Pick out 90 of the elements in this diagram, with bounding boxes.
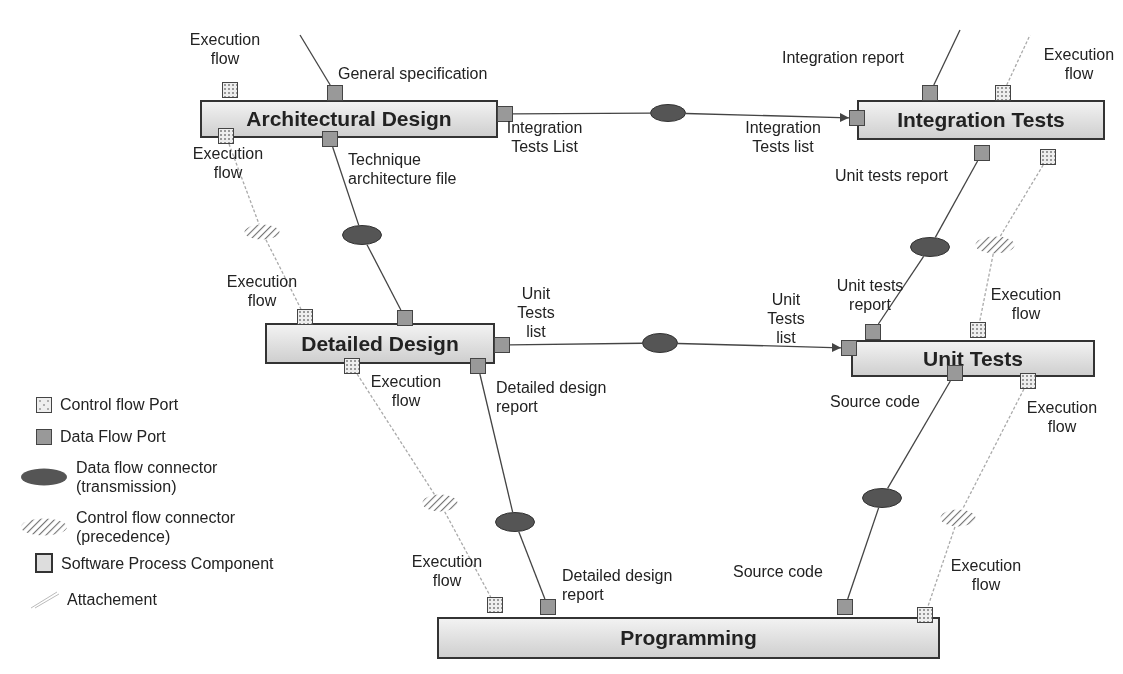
control-flow-connector: [975, 236, 1015, 254]
port-label: Execution flow: [188, 30, 262, 68]
control-flow-connector: [422, 494, 458, 512]
control-flow-port: [1020, 373, 1036, 389]
port-label: Integration Tests list: [744, 118, 822, 156]
port-label: Unit Tests list: [516, 284, 556, 341]
port-label: Detailed design report: [562, 566, 674, 604]
attachment-line: [978, 253, 994, 323]
attachment-line: [934, 160, 979, 238]
data-flow-connector: [650, 104, 686, 122]
arrow: [685, 112, 850, 123]
process-component-box: Architectural Design: [200, 100, 498, 138]
data-flow-connector: [862, 488, 902, 508]
attachment-line: [518, 531, 546, 600]
data-flow-port: [397, 310, 413, 326]
port-label: Unit Tests list: [766, 290, 806, 347]
attachment-line: [847, 507, 880, 600]
control-flow-connector: [244, 224, 280, 240]
data-flow-port: [497, 106, 513, 122]
attachment-line: [444, 511, 492, 598]
data-flow-port: [327, 85, 343, 101]
attachment-line: [228, 143, 260, 225]
data-flow-port: [865, 324, 881, 340]
arrow: [677, 342, 842, 353]
data-flow-connector: [642, 333, 678, 353]
port-label: Execution flow: [369, 372, 443, 410]
control-flow-port: [995, 85, 1011, 101]
control-flow-port: [218, 128, 234, 144]
port-label: Execution flow: [191, 144, 265, 182]
control-flow-connector: [940, 509, 976, 527]
attachment-line: [999, 164, 1044, 237]
process-component-box: Detailed Design: [265, 323, 495, 364]
data-flow-connector: [342, 225, 382, 245]
data-flow-port: [849, 110, 865, 126]
data-flow-connector: [910, 237, 950, 257]
attachment-line: [886, 380, 951, 490]
legend-text: Software Process Component: [61, 553, 274, 573]
control-flow-port: [487, 597, 503, 613]
port-label: Execution flow: [410, 552, 484, 590]
control-flow-port: [297, 309, 313, 325]
data-flow-port: [947, 365, 963, 381]
port-label: Execution flow: [1042, 45, 1116, 83]
legend-text: Data Flow Port: [60, 427, 166, 446]
process-component-box: Unit Tests: [851, 340, 1095, 377]
control-flow-port: [917, 607, 933, 623]
legend-text: Control flow Port: [60, 395, 179, 414]
data-flow-port: [922, 85, 938, 101]
control-flow-port: [344, 358, 360, 374]
attachment-line: [479, 373, 514, 513]
attachment-line: [332, 146, 360, 226]
attachment-line: [512, 112, 651, 115]
data-flow-connector: [495, 512, 535, 532]
attachment-line: [356, 373, 436, 496]
attachment-line: [933, 29, 961, 86]
data-flow-port: [837, 599, 853, 615]
port-label: Source code: [733, 562, 823, 581]
legend-text: Control flow connector (precedence): [76, 508, 237, 546]
data-flow-port: [494, 337, 510, 353]
control-flow-port: [970, 322, 986, 338]
control-flow-port: [222, 82, 238, 98]
data-flow-port: [841, 340, 857, 356]
port-label: Execution flow: [1025, 398, 1099, 436]
port-label: Execution flow: [225, 272, 299, 310]
port-label: Integration report: [782, 48, 904, 67]
attachment-line: [927, 526, 956, 608]
data-flow-port: [322, 131, 338, 147]
process-component-box: Programming: [437, 617, 940, 659]
port-label: Integration Tests List: [505, 118, 584, 156]
port-label: Execution flow: [989, 285, 1063, 323]
data-flow-port: [470, 358, 486, 374]
attachment-line: [961, 388, 1025, 510]
port-label: General specification: [338, 64, 488, 83]
text-label: Source code: [830, 392, 920, 411]
data-flow-port: [974, 145, 990, 161]
attachment-line: [299, 34, 331, 86]
legend-text: Attachement: [67, 590, 157, 609]
attachment-line: [366, 244, 402, 311]
legend-text: Data flow connector (transmission): [76, 458, 219, 496]
attachment-line: [877, 255, 925, 325]
attachment-line: [509, 342, 643, 346]
port-label: Unit tests report: [835, 166, 948, 185]
process-component-box: Integration Tests: [857, 100, 1105, 140]
port-label: Detailed design report: [496, 378, 608, 416]
attachment-line: [265, 239, 302, 310]
port-label: Execution flow: [949, 556, 1023, 594]
port-label: Unit tests report: [835, 276, 905, 314]
port-label: Technique architecture file: [348, 150, 458, 188]
attachment-line: [1006, 34, 1031, 86]
data-flow-port: [540, 599, 556, 615]
control-flow-port: [1040, 149, 1056, 165]
